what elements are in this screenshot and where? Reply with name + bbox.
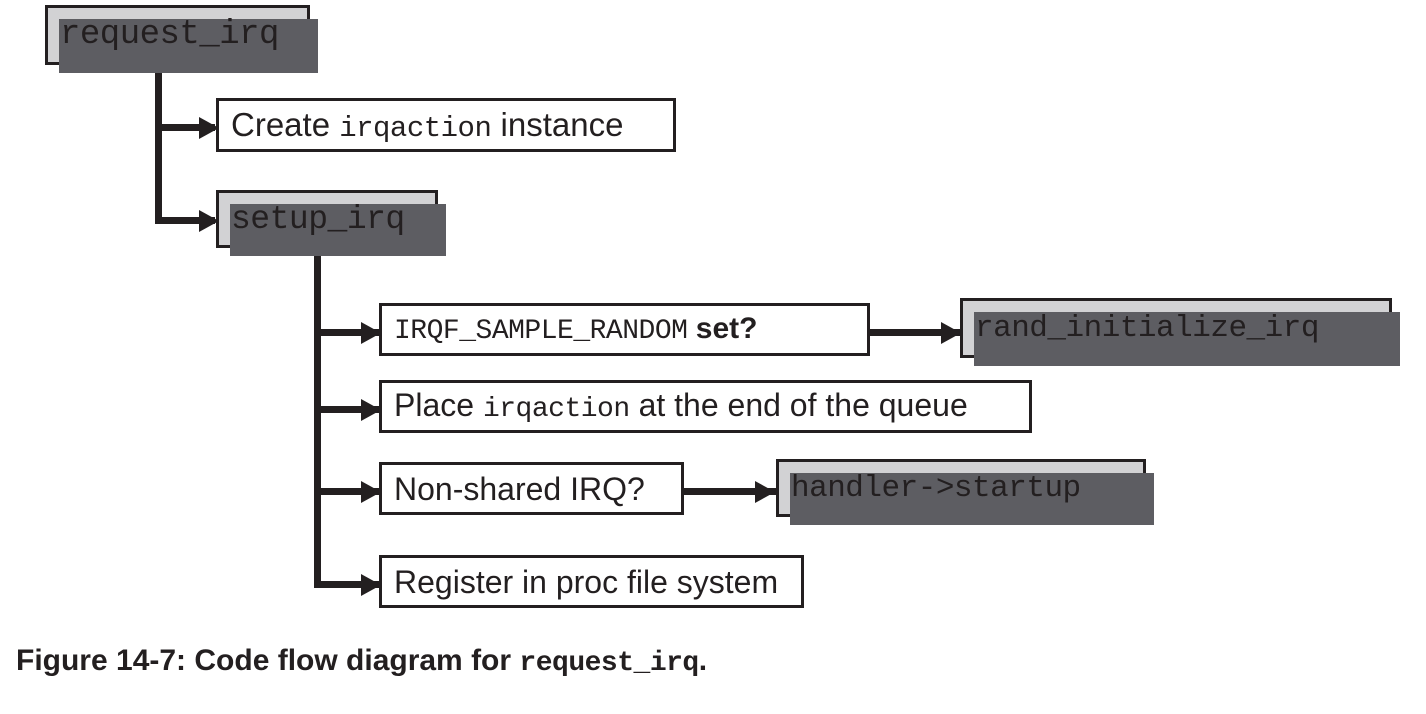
arrowhead-rand-initialize-irq [941,322,961,344]
connector-branch-create-irqaction [155,124,215,131]
arrowhead-sample-random [361,322,381,344]
node-request-irq[interactable]: request_irq [45,5,318,73]
node-rand-initialize-irq-label: rand_initialize_irq [975,310,1319,346]
arrowhead-register-proc [361,574,381,596]
arrowhead-create-irqaction [199,117,219,139]
connector-branch-register-proc [314,581,382,588]
node-register-proc[interactable]: Register in proc file system [379,555,804,608]
node-handler-startup[interactable]: handler->startup [776,459,1154,525]
figure-caption-prefix: Figure 14-7: Code flow diagram for [16,644,520,677]
node-request-irq-label: request_irq [60,16,279,54]
node-create-irqaction[interactable]: Create irqaction instance [216,98,676,152]
connector-non-shared-to-handler-startup [684,488,776,495]
node-non-shared-irq[interactable]: Non-shared IRQ? [379,462,684,515]
connector-branch-sample-random [314,329,382,336]
node-register-proc-label: Register in proc file system [394,563,779,600]
figure-caption-suffix: . [698,644,708,677]
node-sample-random[interactable]: IRQF_SAMPLE_RANDOM set? [379,303,870,356]
figure-caption: Figure 14-7: Code flow diagram for reque… [16,644,707,679]
connector-trunk-request-irq [155,62,162,224]
arrowhead-setup-irq [199,210,219,232]
node-setup-irq[interactable]: setup_irq [216,190,446,256]
node-place-irqaction-label: Place irqaction at the end of the queue [394,387,968,425]
node-sample-random-label: IRQF_SAMPLE_RANDOM set? [394,311,758,347]
figure-caption-code: request_irq [519,648,699,679]
connector-branch-place-irqaction [314,406,382,413]
node-setup-irq-label: setup_irq [231,200,405,238]
connector-branch-non-shared-irq [314,488,382,495]
node-handler-startup-label: handler->startup [791,470,1081,506]
node-non-shared-irq-label: Non-shared IRQ? [394,470,645,507]
connector-sample-random-to-rand-initialize [870,329,962,336]
node-place-irqaction[interactable]: Place irqaction at the end of the queue [379,380,1032,433]
connector-trunk-setup-irq [314,248,321,588]
arrowhead-non-shared-irq [361,481,381,503]
connector-branch-setup-irq [155,217,215,224]
arrowhead-handler-startup [755,481,775,503]
arrowhead-place-irqaction [361,399,381,421]
node-rand-initialize-irq[interactable]: rand_initialize_irq [960,298,1400,366]
node-create-irqaction-label: Create irqaction instance [231,105,624,145]
